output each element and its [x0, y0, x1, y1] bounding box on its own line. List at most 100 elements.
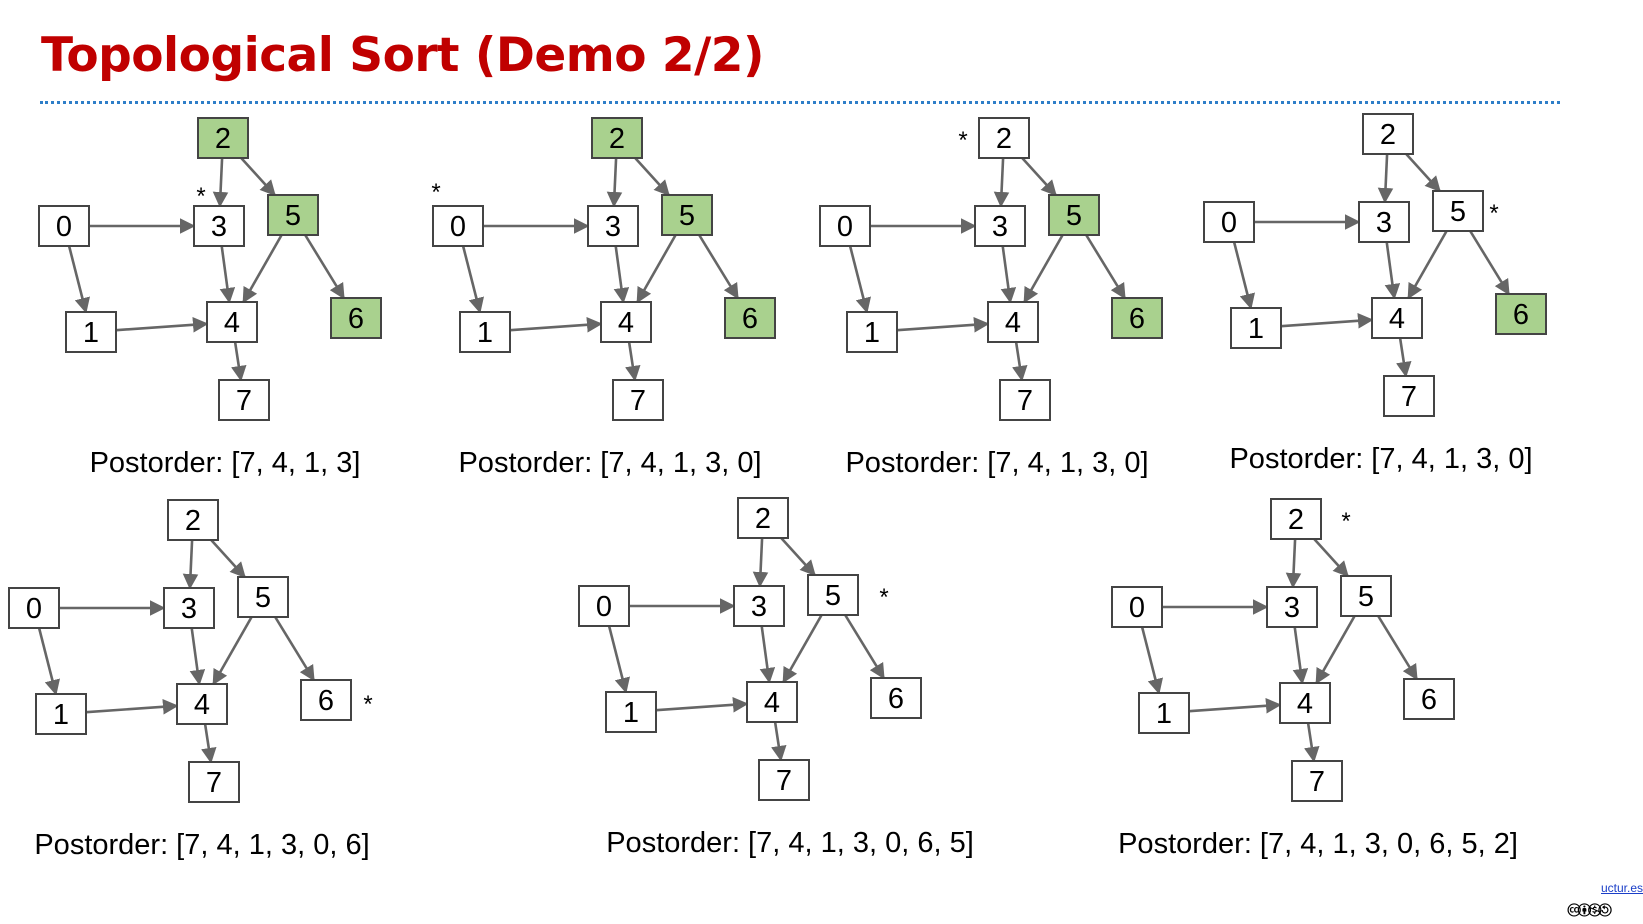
edge-0-to-1 — [848, 245, 871, 314]
node-3: 3 — [163, 587, 215, 629]
node-label: 6 — [888, 683, 904, 715]
node-label: 2 — [1380, 119, 1396, 151]
node-label: 7 — [1017, 385, 1033, 417]
node-1: 1 — [605, 691, 657, 733]
edge-1-to-4 — [1188, 698, 1282, 714]
edge-5-to-4 — [1023, 234, 1064, 304]
node-label: 2 — [1288, 504, 1304, 536]
node-0: 0 — [1111, 586, 1163, 628]
edge-4-to-7 — [625, 341, 641, 382]
node-2: 2 — [737, 497, 789, 539]
node-box — [1111, 586, 1163, 628]
edge-5-to-4 — [782, 614, 823, 684]
node-7: 7 — [999, 379, 1051, 421]
node-box-highlighted — [330, 297, 382, 339]
node-box — [746, 681, 798, 723]
node-label: 2 — [609, 123, 625, 155]
node-4: 4 — [746, 681, 798, 723]
edge-1-to-4 — [896, 317, 990, 333]
current-node-marker: * — [196, 183, 205, 210]
edge-2-to-3 — [752, 537, 769, 588]
node-label: 4 — [224, 307, 240, 339]
postorder-caption: Postorder: [7, 4, 1, 3, 0, 6] — [34, 829, 369, 861]
node-box — [459, 311, 511, 353]
edge-5-to-6 — [1377, 615, 1418, 681]
node-1: 1 — [846, 311, 898, 353]
edge-3-to-4 — [759, 625, 776, 684]
edge-4-to-7 — [231, 341, 247, 382]
postorder-caption: Postorder: [7, 4, 1, 3] — [90, 447, 361, 479]
postorder-caption: Postorder: [7, 4, 1, 3, 0] — [845, 447, 1148, 479]
node-label: 2 — [755, 503, 771, 535]
edge-1-to-4 — [1280, 313, 1374, 329]
node-box — [35, 693, 87, 735]
current-node-marker: * — [431, 179, 440, 206]
node-box — [978, 117, 1030, 159]
node-label: 6 — [348, 303, 364, 335]
edge-5-to-6 — [698, 234, 739, 300]
node-box-highlighted — [661, 194, 713, 236]
node-box-highlighted — [724, 297, 776, 339]
node-box — [846, 311, 898, 353]
node-box — [1203, 201, 1255, 243]
node-box — [193, 205, 245, 247]
node-3: 3 — [193, 205, 245, 247]
node-box — [206, 301, 258, 343]
node-6: 6 — [1111, 297, 1163, 339]
node-2: 2 — [1362, 113, 1414, 155]
node-0: 0 — [819, 205, 871, 247]
edge-4-to-7 — [1396, 337, 1412, 378]
node-label: 0 — [1221, 207, 1237, 239]
node-box-highlighted — [1111, 297, 1163, 339]
node-label: 0 — [1129, 592, 1145, 624]
edge-5-to-4 — [1407, 230, 1448, 300]
node-box — [237, 576, 289, 618]
node-7: 7 — [188, 761, 240, 803]
node-3: 3 — [1266, 586, 1318, 628]
node-box — [38, 205, 90, 247]
node-0: 0 — [1203, 201, 1255, 243]
node-box — [1270, 498, 1322, 540]
node-1: 1 — [1138, 692, 1190, 734]
node-label: 1 — [623, 697, 639, 729]
current-node-marker: * — [1341, 508, 1350, 535]
node-2: 2 — [197, 117, 249, 159]
postorder-caption: Postorder: [7, 4, 1, 3, 0] — [458, 447, 761, 479]
node-box — [1266, 586, 1318, 628]
node-box — [1403, 678, 1455, 720]
node-label: 3 — [1284, 592, 1300, 624]
node-label: 3 — [605, 211, 621, 243]
edge-3-to-4 — [1384, 241, 1401, 300]
edge-3-to-4 — [219, 245, 236, 304]
edge-5-to-6 — [304, 234, 345, 300]
license-link[interactable]: uctur.es — [1601, 881, 1643, 895]
edge-5-to-6 — [274, 616, 315, 682]
node-label: 1 — [83, 317, 99, 349]
node-7: 7 — [758, 759, 810, 801]
node-label: 4 — [618, 307, 634, 339]
node-label: 7 — [776, 765, 792, 797]
node-5: 5 — [1432, 190, 1484, 232]
node-2: 2 — [591, 117, 643, 159]
node-box — [737, 497, 789, 539]
node-label: 1 — [1156, 698, 1172, 730]
node-label: 2 — [215, 123, 231, 155]
edge-3-to-4 — [613, 245, 630, 304]
node-label: 6 — [1513, 299, 1529, 331]
node-label: 3 — [181, 593, 197, 625]
node-5: 5 — [807, 574, 859, 616]
node-label: 2 — [996, 123, 1012, 155]
node-box — [1371, 297, 1423, 339]
node-box — [819, 205, 871, 247]
node-label: 1 — [864, 317, 880, 349]
node-6: 6 — [1403, 678, 1455, 720]
node-box — [612, 379, 664, 421]
node-0: 0 — [8, 587, 60, 629]
edge-2-to-5 — [634, 157, 670, 197]
title-divider — [40, 101, 1560, 104]
edge-5-to-6 — [1085, 234, 1126, 300]
edge-3-to-4 — [189, 627, 206, 686]
